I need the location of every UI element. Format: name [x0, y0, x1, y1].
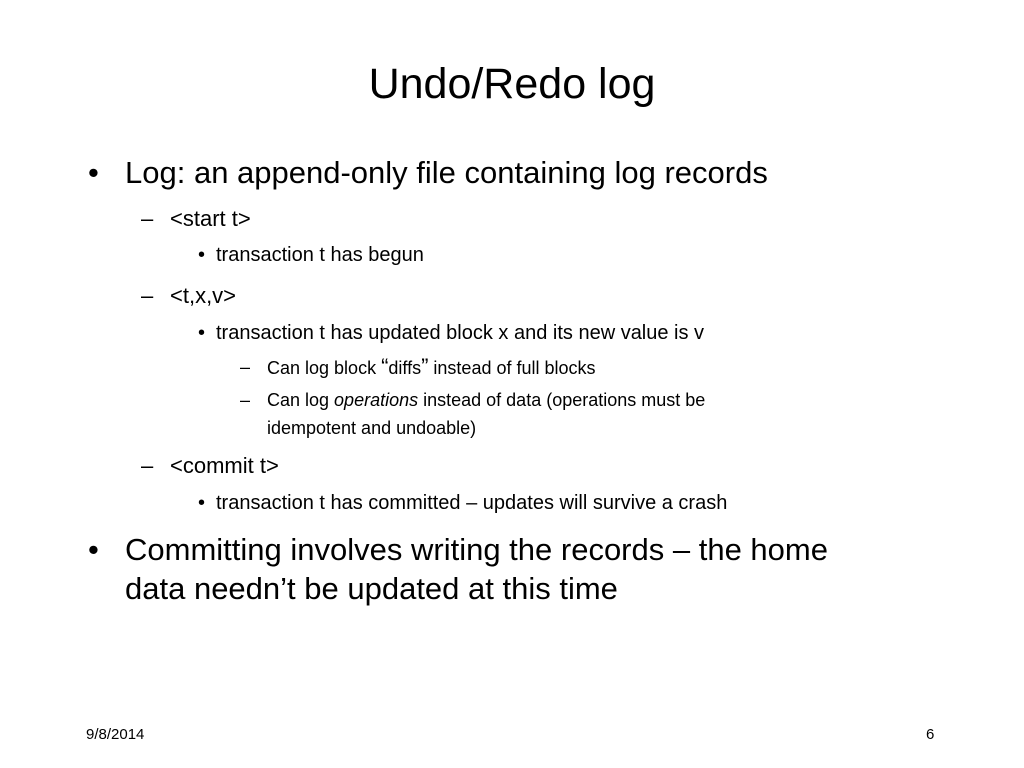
dash-marker: –: [141, 453, 154, 478]
dash-marker: –: [141, 206, 154, 231]
text-segment: instead of full blocks: [428, 358, 596, 378]
footer-date: 9/8/2014: [86, 726, 145, 743]
footer-page-number: 6: [926, 726, 935, 743]
bullet-log-diffs: Can log block “diffs” instead of full bl…: [267, 352, 596, 383]
bullet-log-operations: Can log operations instead of data (oper…: [267, 385, 705, 415]
bullet-start-t: <start t>: [170, 206, 251, 231]
bullet-log-operations-continued: idempotent and undoable): [267, 418, 477, 438]
emphasis-text: operations: [334, 390, 419, 410]
dash-marker: –: [240, 357, 251, 377]
bullet-committing-continued: data needn’t be updated at this time: [125, 571, 618, 606]
close-quote: ”: [421, 354, 429, 379]
bullet-transaction-updated: transaction t has updated block x and it…: [216, 322, 705, 344]
slide-title: Undo/Redo log: [368, 60, 656, 108]
dash-marker: –: [240, 390, 251, 410]
bullet-marker: •: [88, 532, 99, 567]
bullet-commit-t: <commit t>: [170, 453, 279, 478]
bullet-log: Log: an append-only file containing log …: [125, 155, 768, 190]
bullet-transaction-committed: transaction t has committed – updates wi…: [216, 492, 728, 514]
bullet-marker: •: [88, 155, 99, 190]
text-segment: instead of data (operations must be: [418, 390, 706, 410]
text-segment: Can log: [267, 390, 335, 410]
open-quote: “: [381, 354, 389, 379]
bullet-marker: •: [198, 322, 206, 344]
text-segment: diffs: [388, 358, 422, 378]
bullet-committing: Committing involves writing the records …: [125, 532, 828, 567]
bullet-transaction-begun: transaction t has begun: [216, 244, 424, 266]
bullet-marker: •: [198, 244, 206, 266]
text-segment: Can log block: [267, 358, 382, 378]
dash-marker: –: [141, 283, 154, 308]
bullet-marker: •: [198, 492, 206, 514]
bullet-t-x-v: <t,x,v>: [170, 283, 237, 308]
